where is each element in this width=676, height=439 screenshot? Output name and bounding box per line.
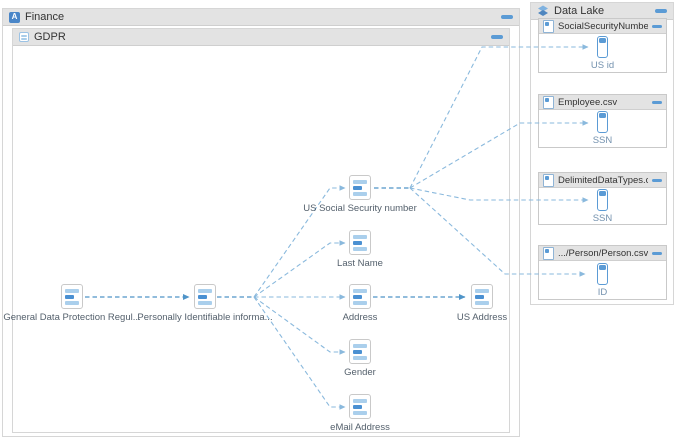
application-icon: A <box>9 11 20 23</box>
minimize-icon[interactable] <box>501 15 513 19</box>
node-label: General Data Protection Regul... <box>3 312 141 323</box>
column-id[interactable]: ID <box>597 262 608 298</box>
node-label: Address <box>342 312 378 323</box>
container-data-lake-title: Data Lake <box>554 5 605 17</box>
container-finance-title: Finance <box>25 11 65 23</box>
column-label: US id <box>590 59 615 71</box>
minimize-icon[interactable] <box>652 100 662 104</box>
node-label: US Social Security number <box>303 203 417 214</box>
column-label: SSN <box>592 212 613 224</box>
column-icon <box>596 111 608 133</box>
file-header[interactable]: .../Person/Person.csv <box>539 246 666 261</box>
column-icon <box>597 262 608 285</box>
file-body: US id <box>539 34 666 72</box>
business-term-icon <box>349 230 371 255</box>
node-us-social-security-number[interactable]: US Social Security number <box>285 175 435 214</box>
term-group-icon <box>19 32 29 42</box>
node-label: Personally Identifiable informa... <box>137 312 273 323</box>
business-term-icon <box>349 284 371 309</box>
file-name: Employee.csv <box>558 96 618 108</box>
business-term-icon <box>349 339 371 364</box>
minimize-icon[interactable] <box>652 178 662 182</box>
file-box-person-csv[interactable]: .../Person/Person.csv ID <box>538 245 667 300</box>
node-personally-identifiable-information[interactable]: Personally Identifiable informa... <box>130 284 280 323</box>
file-box-employee-csv[interactable]: Employee.csv SSN <box>538 94 667 148</box>
file-header[interactable]: SocialSecurityNumber.csv <box>539 19 666 34</box>
container-gdpr-header[interactable]: GDPR <box>13 29 509 46</box>
minimize-icon[interactable] <box>655 9 667 13</box>
file-name: SocialSecurityNumber.csv <box>558 20 648 32</box>
csv-file-icon <box>543 173 554 187</box>
file-header[interactable]: DelimitedDataTypes.csv <box>539 173 666 188</box>
file-header[interactable]: Employee.csv <box>539 95 666 110</box>
csv-file-icon <box>543 246 554 260</box>
business-term-icon <box>61 284 83 309</box>
file-box-socialsecuritynumber-csv[interactable]: SocialSecurityNumber.csv US id <box>538 18 667 73</box>
business-term-icon <box>349 394 371 419</box>
column-label: ID <box>597 286 608 298</box>
minimize-icon[interactable] <box>652 251 662 255</box>
minimize-icon[interactable] <box>491 35 503 39</box>
business-term-icon <box>194 284 216 309</box>
file-body: SSN <box>539 188 666 224</box>
column-us-id[interactable]: US id <box>590 35 615 71</box>
csv-file-icon <box>543 19 554 33</box>
column-ssn[interactable]: SSN <box>592 188 613 224</box>
file-name: DelimitedDataTypes.csv <box>558 174 648 186</box>
container-data-lake-header[interactable]: Data Lake <box>531 3 673 20</box>
csv-file-icon <box>543 95 554 109</box>
node-label: Gender <box>344 367 376 378</box>
node-label: eMail Address <box>330 422 390 433</box>
business-term-icon <box>349 175 371 200</box>
business-term-icon <box>471 284 493 309</box>
node-general-data-protection-regulation[interactable]: General Data Protection Regul... <box>0 284 147 323</box>
file-body: ID <box>539 261 666 299</box>
file-box-delimiteddatatypes-csv[interactable]: DelimitedDataTypes.csv SSN <box>538 172 667 225</box>
node-email-address[interactable]: eMail Address <box>285 394 435 433</box>
container-gdpr: GDPR <box>12 28 510 433</box>
node-last-name[interactable]: Last Name <box>285 230 435 269</box>
column-label: SSN <box>592 135 613 146</box>
column-icon <box>596 188 608 211</box>
node-label: Last Name <box>337 258 383 269</box>
minimize-icon[interactable] <box>652 24 662 28</box>
node-us-address[interactable]: US Address <box>407 284 557 323</box>
file-body: SSN <box>539 110 666 147</box>
layers-icon <box>538 5 548 16</box>
node-address[interactable]: Address <box>285 284 435 323</box>
column-icon <box>596 35 608 58</box>
node-label: US Address <box>456 312 508 323</box>
column-ssn[interactable]: SSN <box>592 111 613 146</box>
node-gender[interactable]: Gender <box>285 339 435 378</box>
container-finance-header[interactable]: A Finance <box>3 9 519 26</box>
container-gdpr-title: GDPR <box>34 31 66 43</box>
file-name: .../Person/Person.csv <box>558 247 648 259</box>
